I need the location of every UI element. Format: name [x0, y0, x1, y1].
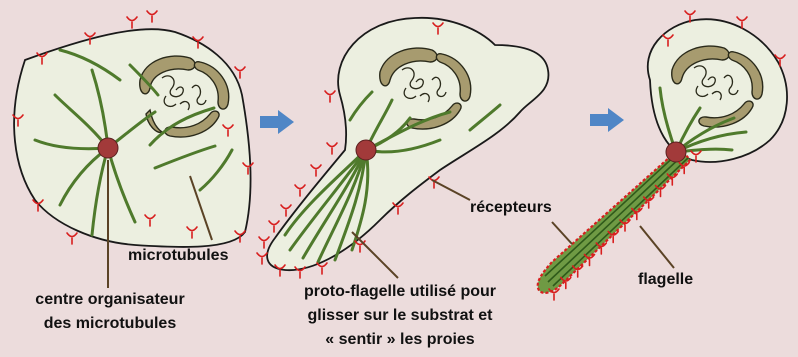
pointer-proto-flagellum — [352, 232, 398, 278]
label-proto-flagellum-line-2: glisser sur le substrat et — [270, 304, 530, 328]
receptor-icon — [549, 289, 559, 300]
label-mtoc: centre organisateur des microtubules — [18, 288, 202, 336]
label-proto-flagellum-line-1: proto-flagelle utilisé pour — [270, 280, 530, 304]
label-proto-flagellum: proto-flagelle utilisé pour glisser sur … — [270, 280, 530, 352]
cell-stage-2 — [257, 18, 548, 278]
label-mtoc-line-2: des microtubules — [18, 312, 202, 336]
pointer-receptors-2 — [432, 180, 470, 200]
mtoc-3 — [666, 142, 686, 162]
pointer-receptors-3 — [552, 222, 572, 244]
mtoc-1 — [98, 138, 118, 158]
mtoc-2 — [356, 140, 376, 160]
label-flagellum: flagelle — [638, 268, 693, 292]
cell-stage-3 — [538, 11, 787, 300]
label-mtoc-line-1: centre organisateur — [18, 288, 202, 312]
right-arrow-icon — [260, 110, 294, 134]
label-receptors: récepteurs — [470, 196, 552, 220]
right-arrow-icon — [590, 108, 624, 132]
label-proto-flagellum-line-3: « sentir » les proies — [270, 328, 530, 352]
label-microtubules: microtubules — [128, 244, 228, 268]
pointer-flagellum — [640, 226, 674, 268]
cell-stage-1 — [13, 11, 253, 247]
